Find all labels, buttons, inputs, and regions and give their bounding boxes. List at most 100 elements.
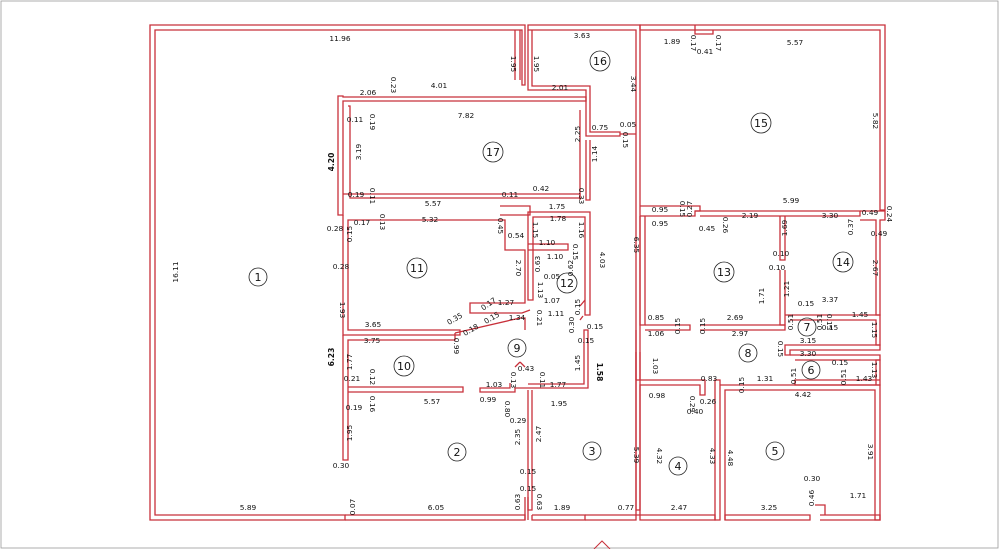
wall-2-3	[527, 390, 533, 511]
wall-stub	[514, 30, 521, 80]
dimension-label: 3.30	[822, 211, 839, 220]
dimension-label: 3.15	[800, 336, 817, 345]
dimension-label: 4.32	[655, 448, 664, 464]
dimension-label: 0.12	[368, 369, 377, 385]
dimension-label: 0.28	[327, 224, 344, 233]
dimension-label: 3.30	[800, 349, 817, 358]
room-number: 17	[486, 146, 500, 159]
dimension-label: 1.21	[782, 280, 791, 297]
dimension-label: 1.16	[577, 222, 586, 239]
dimension-label: 3.63	[574, 31, 591, 40]
wall-16-outer	[527, 24, 641, 511]
dimension-label: 2.19	[742, 211, 759, 220]
dimension-label: 0.15	[573, 298, 582, 315]
dimension-label: 0.49	[862, 208, 879, 217]
dimension-label: 2.97	[732, 329, 749, 338]
dimension-label: 0.10	[773, 249, 790, 258]
dimension-label: 1.10	[539, 238, 556, 247]
wall-5-south	[724, 504, 881, 521]
room-number: 15	[754, 117, 768, 130]
wall-15-notch	[694, 25, 714, 35]
wall-3-south	[585, 352, 641, 521]
dimension-label: 0.15	[678, 201, 687, 218]
wall-12	[527, 211, 591, 316]
wall-17-inner	[348, 105, 581, 199]
dimension-label: 0.11	[538, 372, 547, 389]
dimension-label: 5.57	[787, 38, 804, 47]
dimension-label: 4.03	[598, 252, 607, 269]
wall-10	[342, 333, 456, 461]
dimension-label: 2.69	[727, 313, 744, 322]
dimension-label: 0.15	[822, 323, 839, 332]
dimension-label: 0.15	[776, 341, 785, 358]
dimension-label: 1.45	[573, 354, 582, 371]
dimension-label: 0.17	[354, 218, 371, 227]
dimension-label: 1.14	[590, 145, 599, 162]
dimension-label: 1.89	[554, 503, 571, 512]
dimension-label: 0.49	[871, 229, 888, 238]
dimension-label: 1.10	[547, 252, 564, 261]
dimension-label: 5.57	[425, 199, 442, 208]
dimension-label: 11.96	[329, 34, 350, 43]
room-number: 1	[255, 271, 262, 284]
wall-12-mid	[528, 243, 569, 251]
dimension-label: 2.06	[360, 88, 377, 97]
dimension-label: 1.93	[338, 302, 347, 319]
dimension-label: 0.51	[839, 368, 848, 385]
dimension-label: 0.51	[815, 313, 824, 330]
room-labels: 1 2 3 4 5 6 7 8 9 10 11 12 13 14 15 16 1…	[248, 50, 854, 476]
dimension-label: 0.17	[714, 35, 723, 52]
dimension-label: 0.30	[333, 461, 350, 470]
dimension-label: 0.41	[697, 47, 714, 56]
dimension-label: 1.89	[664, 37, 681, 46]
dimension-label: 0.77	[618, 503, 635, 512]
room-12: 12	[556, 272, 578, 294]
wall-9-diag	[454, 317, 526, 334]
wall-11-top	[500, 205, 531, 216]
room-3: 3	[582, 441, 602, 461]
dimension-label: 1.95	[551, 399, 568, 408]
room-1: 1	[248, 267, 268, 287]
dimension-label: 0.15	[520, 467, 537, 476]
dimension-label: 0.10	[769, 263, 786, 272]
dimension-label: 1.06	[648, 329, 665, 338]
dimension-label: 1.58	[595, 363, 604, 382]
room-number: 11	[410, 262, 424, 275]
dimension-label: 5.39	[632, 447, 641, 464]
dimension-label: 0.28	[333, 262, 350, 271]
dimension-label: 1.03	[651, 358, 660, 375]
south-wall-a	[345, 514, 526, 521]
dimension-label: 1.27	[498, 298, 515, 307]
dimension-label: 1.95	[532, 56, 541, 73]
dimension-label: 2.70	[514, 260, 523, 277]
dimension-label: 1.15	[870, 322, 879, 339]
dimension-label: 0.15	[832, 358, 849, 367]
room-number: 8	[745, 347, 752, 360]
dimension-label: 4.20	[327, 153, 336, 172]
wall-3-east	[635, 330, 640, 516]
room-4: 4	[668, 456, 688, 476]
dimension-label: 3.37	[822, 295, 839, 304]
dimension-label: 1.69	[780, 219, 789, 236]
dimension-label: 0.15	[587, 322, 604, 331]
dimension-label: 0.63	[513, 493, 522, 510]
dimension-label: 0.42	[533, 184, 549, 193]
wall-13-west	[639, 216, 646, 326]
dimension-label: 0.83	[701, 374, 718, 383]
dimension-label: 0.19	[368, 114, 377, 131]
dimension-label: 0.30	[804, 474, 821, 483]
wall-door-south	[524, 497, 529, 520]
dimension-label: 1.03	[486, 380, 503, 389]
wall-7-south	[784, 344, 881, 356]
dimension-label: 2.01	[552, 83, 569, 92]
dimension-label: 0.63	[533, 255, 542, 272]
outer-wall-left	[149, 24, 526, 521]
dimension-label: 1.11	[548, 309, 565, 318]
dimension-label: 0.21	[535, 310, 544, 327]
dimension-label: 0.43	[518, 364, 535, 373]
outer-wall-right-top	[639, 24, 886, 211]
dimension-label: 5.99	[783, 196, 800, 205]
wall-11	[342, 215, 531, 336]
dimension-label: 1.15	[531, 222, 540, 239]
